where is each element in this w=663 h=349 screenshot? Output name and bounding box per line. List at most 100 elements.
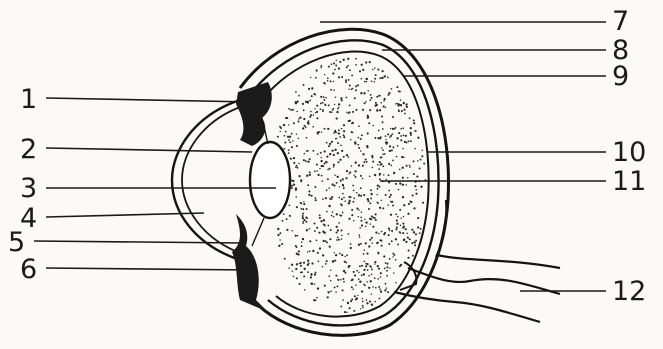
vitreous-stipple-dot — [374, 67, 375, 68]
vitreous-stipple-dot — [366, 145, 368, 147]
vitreous-stipple-dot — [378, 95, 380, 97]
vitreous-stipple-dot — [369, 176, 371, 178]
vitreous-stipple-dot — [327, 169, 329, 171]
vitreous-stipple-dot — [345, 177, 347, 179]
vitreous-stipple-dot — [304, 268, 306, 270]
vitreous-stipple-dot — [384, 75, 386, 77]
vitreous-stipple-dot — [364, 284, 366, 286]
vitreous-stipple-dot — [351, 209, 353, 211]
vitreous-stipple-dot — [325, 263, 327, 265]
vitreous-stipple-dot — [366, 281, 368, 283]
vitreous-stipple-dot — [362, 153, 364, 155]
vitreous-stipple-dot — [407, 140, 409, 142]
vitreous-stipple-dot — [296, 277, 298, 279]
vitreous-stipple-dot — [315, 77, 317, 79]
vitreous-stipple-dot — [361, 64, 363, 66]
vitreous-stipple-dot — [326, 156, 328, 158]
vitreous-stipple-dot — [291, 133, 293, 135]
vitreous-stipple-dot — [323, 96, 325, 98]
vitreous-stipple-dot — [397, 243, 399, 245]
vitreous-stipple-dot — [315, 94, 316, 95]
vitreous-stipple-dot — [335, 254, 337, 256]
vitreous-stipple-dot — [293, 157, 295, 159]
vitreous-stipple-dot — [306, 229, 308, 231]
vitreous-stipple-dot — [303, 262, 305, 264]
vitreous-stipple-dot — [337, 176, 339, 178]
vitreous-stipple-dot — [316, 170, 318, 172]
vitreous-stipple-dot — [413, 207, 415, 209]
vitreous-stipple-dot — [306, 150, 308, 152]
vitreous-stipple-dot — [324, 104, 326, 106]
vitreous-stipple-dot — [350, 243, 352, 245]
vitreous-stipple-dot — [360, 92, 362, 94]
vitreous-stipple-dot — [318, 232, 320, 234]
vitreous-stipple-dot — [384, 153, 386, 155]
vitreous-stipple-dot — [377, 137, 379, 139]
vitreous-stipple-dot — [361, 290, 363, 292]
vitreous-stipple-dot — [296, 263, 298, 265]
vitreous-stipple-dot — [386, 266, 388, 268]
vitreous-stipple-dot — [392, 160, 394, 162]
vitreous-stipple-dot — [402, 127, 404, 129]
vitreous-stipple-dot — [324, 150, 326, 152]
vitreous-stipple-dot — [365, 265, 367, 267]
vitreous-stipple-dot — [303, 84, 305, 86]
vitreous-stipple-dot — [329, 143, 331, 145]
vitreous-stipple-dot — [400, 224, 402, 226]
vitreous-stipple-dot — [348, 156, 350, 158]
vitreous-stipple-dot — [383, 174, 384, 175]
vitreous-stipple-dot — [298, 254, 300, 256]
vitreous-stipple-dot — [322, 266, 324, 268]
vitreous-stipple-dot — [288, 108, 290, 110]
vitreous-stipple-dot — [377, 252, 379, 254]
vitreous-stipple-dot — [314, 108, 315, 109]
vitreous-stipple-dot — [379, 174, 380, 175]
vitreous-stipple-dot — [379, 288, 381, 290]
vitreous-stipple-dot — [334, 260, 336, 262]
vitreous-stipple-dot — [371, 268, 373, 270]
vitreous-stipple-dot — [372, 226, 374, 228]
vitreous-stipple-dot — [307, 161, 309, 163]
vitreous-stipple-dot — [385, 283, 387, 285]
vitreous-stipple-dot — [362, 165, 364, 167]
vitreous-stipple-dot — [358, 125, 360, 127]
vitreous-stipple-dot — [402, 167, 404, 169]
vitreous-stipple-dot — [382, 121, 384, 123]
vitreous-stipple-dot — [334, 286, 336, 288]
vitreous-stipple-dot — [288, 267, 290, 269]
vitreous-stipple-dot — [395, 103, 397, 105]
vitreous-stipple-dot — [349, 200, 351, 202]
vitreous-stipple-dot — [341, 238, 343, 240]
vitreous-stipple-dot — [385, 141, 387, 143]
vitreous-stipple-dot — [303, 203, 305, 205]
vitreous-stipple-dot — [307, 122, 309, 124]
vitreous-stipple-dot — [309, 228, 311, 230]
vitreous-stipple-dot — [303, 109, 305, 111]
vitreous-stipple-dot — [292, 270, 293, 271]
vitreous-stipple-dot — [419, 168, 421, 170]
vitreous-stipple-dot — [296, 206, 298, 208]
vitreous-stipple-dot — [399, 232, 401, 234]
vitreous-stipple-dot — [340, 145, 342, 147]
vitreous-stipple-dot — [413, 231, 415, 233]
vitreous-stipple-dot — [361, 224, 363, 226]
cornea-inner-edge — [182, 106, 243, 254]
vitreous-stipple-dot — [287, 136, 289, 138]
vitreous-stipple-dot — [296, 100, 298, 102]
vitreous-stipple-dot — [305, 221, 307, 223]
vitreous-stipple-dot — [370, 189, 372, 191]
vitreous-stipple-dot — [401, 156, 403, 158]
vitreous-stipple-dot — [405, 241, 407, 243]
vitreous-stipple-dot — [420, 228, 422, 230]
vitreous-stipple-dot — [410, 132, 412, 134]
vitreous-stipple-dot — [386, 270, 388, 272]
vitreous-stipple-dot — [343, 130, 345, 132]
vitreous-stipple-dot — [279, 131, 280, 132]
vitreous-stipple-dot — [333, 185, 335, 187]
vitreous-stipple-dot — [388, 163, 390, 165]
vitreous-stipple-dot — [316, 239, 318, 241]
vitreous-stipple-dot — [285, 131, 287, 133]
vitreous-stipple-dot — [316, 117, 318, 119]
vitreous-stipple-dot — [364, 102, 366, 104]
vitreous-stipple-dot — [379, 109, 381, 111]
